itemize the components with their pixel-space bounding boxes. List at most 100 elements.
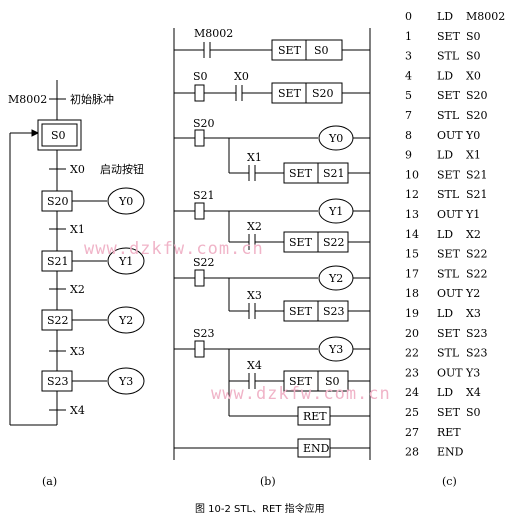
- program-row-address: 22: [405, 347, 419, 360]
- program-row-address: 7: [405, 109, 412, 122]
- program-row-opcode: STL: [437, 50, 460, 63]
- ladder-set-label: SET: [278, 87, 302, 100]
- ladder-stl-contact: S0: [193, 70, 208, 83]
- ladder-stl-block: [174, 336, 370, 426]
- ladder-set-label: SET: [289, 167, 313, 180]
- program-row-address: 8: [405, 129, 412, 142]
- ladder-set-target: S21: [323, 167, 345, 180]
- program-row-address: 13: [405, 208, 419, 221]
- program-row-opcode: SET: [437, 89, 461, 102]
- program-row-operand: X1: [466, 149, 481, 162]
- sfc-step-output: Y2: [118, 314, 133, 327]
- ladder-cond-contact: X1: [247, 151, 262, 164]
- program-row-opcode: SET: [437, 406, 461, 419]
- ladder-stl-contact: S20: [193, 117, 215, 130]
- ladder-output-coil: Y1: [328, 205, 343, 218]
- ladder-diagram: [173, 28, 371, 460]
- program-row-opcode: SET: [437, 327, 461, 340]
- sfc-step-output: Y0: [118, 195, 133, 208]
- program-row-address: 3: [405, 50, 412, 63]
- program-row-operand: S23: [466, 347, 488, 360]
- ladder-cond-contact: X0: [234, 70, 249, 83]
- program-row-opcode: LD: [437, 307, 453, 320]
- ladder-set-label: SET: [289, 305, 313, 318]
- program-row-opcode: STL: [437, 109, 460, 122]
- ladder-ret-label: RET: [303, 410, 327, 423]
- program-row-address: 1: [405, 30, 412, 43]
- sfc-step-name: S21: [47, 255, 69, 268]
- program-row-address: 28: [405, 446, 419, 459]
- program-row-operand: X3: [466, 307, 481, 320]
- sfc-step-output: Y3: [118, 375, 133, 388]
- watermark: www.dzkfw.com.cn: [84, 239, 264, 259]
- ladder-panel-label: (b): [260, 475, 276, 488]
- sfc-transition: X1: [70, 223, 85, 236]
- program-row-operand: X2: [466, 228, 481, 241]
- program-row-address: 23: [405, 366, 419, 379]
- figure-caption: 图 10-2 STL、RET 指令应用: [195, 502, 325, 515]
- program-row-address: 10: [405, 168, 419, 181]
- program-row-address: 9: [405, 149, 412, 162]
- program-row-operand: X0: [466, 69, 481, 82]
- program-row-operand: Y2: [465, 287, 480, 300]
- program-row-operand: S22: [466, 248, 488, 261]
- ladder-set-target: S20: [312, 87, 334, 100]
- program-row-opcode: OUT: [437, 208, 463, 221]
- program-row-opcode: END: [437, 446, 464, 459]
- program-row-address: 15: [405, 248, 419, 261]
- ladder-output-coil: Y2: [328, 272, 343, 285]
- program-row-operand: S23: [466, 327, 488, 340]
- program-row-address: 0: [405, 10, 412, 23]
- program-row-address: 4: [405, 69, 412, 82]
- program-row-opcode: OUT: [437, 287, 463, 300]
- sfc-transition: X3: [70, 345, 85, 358]
- ladder-cond-contact: X2: [247, 220, 262, 233]
- program-row-opcode: LD: [437, 386, 453, 399]
- program-row-opcode: LD: [437, 228, 453, 241]
- program-row-operand: S0: [466, 406, 481, 419]
- program-row-opcode: LD: [437, 69, 453, 82]
- program-row-address: 24: [405, 386, 419, 399]
- ladder-stl-block: [174, 198, 370, 253]
- ladder-cond-contact: X4: [247, 359, 262, 372]
- sfc-start-desc: 启动按钮: [100, 162, 144, 176]
- program-panel-label: (c): [442, 475, 457, 488]
- watermark: www.dzkfw.com.cn: [211, 384, 391, 404]
- program-row-operand: Y1: [465, 208, 480, 221]
- program-row-operand: S21: [466, 168, 488, 181]
- ladder-stl-contact: S23: [193, 327, 215, 340]
- sfc-step-name: S20: [47, 195, 69, 208]
- sfc-step-name: S23: [47, 375, 69, 388]
- ladder-cond-contact: X3: [247, 289, 262, 302]
- program-row-operand: S20: [466, 109, 488, 122]
- ladder-output-coil: Y0: [328, 132, 343, 145]
- program-row-operand: S21: [466, 188, 488, 201]
- sfc-transition: X2: [70, 283, 85, 296]
- ladder-set-target: S0: [325, 375, 340, 388]
- program-row-operand: Y3: [465, 366, 480, 379]
- program-row-opcode: STL: [437, 347, 460, 360]
- program-row-operand: M8002: [466, 10, 505, 23]
- ladder-output-coil: Y3: [328, 343, 343, 356]
- program-row-address: 20: [405, 327, 419, 340]
- sfc-transition: X4: [70, 404, 85, 417]
- sfc-start-cond: X0: [70, 163, 85, 176]
- ladder-set-label: SET: [289, 236, 313, 249]
- sfc-labels: M8002 初始脉冲 S0 X0 启动按钮 S20 Y0 X1 S21 Y1 X…: [8, 92, 144, 488]
- ladder-stl-contact: S22: [193, 256, 215, 269]
- program-row-address: 27: [405, 426, 419, 439]
- program-row-address: 5: [405, 89, 412, 102]
- sfc-step-output: Y1: [118, 255, 133, 268]
- sfc-diagram: [9, 80, 145, 426]
- program-row-opcode: STL: [437, 188, 460, 201]
- ladder-labels: M8002 SET S0 S0 X0 SET S20 S20 Y0 X1 SET…: [193, 27, 345, 488]
- program-row-address: 25: [405, 406, 419, 419]
- program-row-operand: S22: [466, 267, 488, 280]
- program-row-opcode: OUT: [437, 366, 463, 379]
- sfc-init-desc: 初始脉冲: [70, 92, 114, 106]
- ladder-set-target: S23: [323, 305, 345, 318]
- sfc-step-name: S22: [47, 314, 69, 327]
- ladder-end-label: END: [303, 442, 330, 455]
- sfc-panel-label: (a): [42, 475, 57, 488]
- program-row-opcode: OUT: [437, 129, 463, 142]
